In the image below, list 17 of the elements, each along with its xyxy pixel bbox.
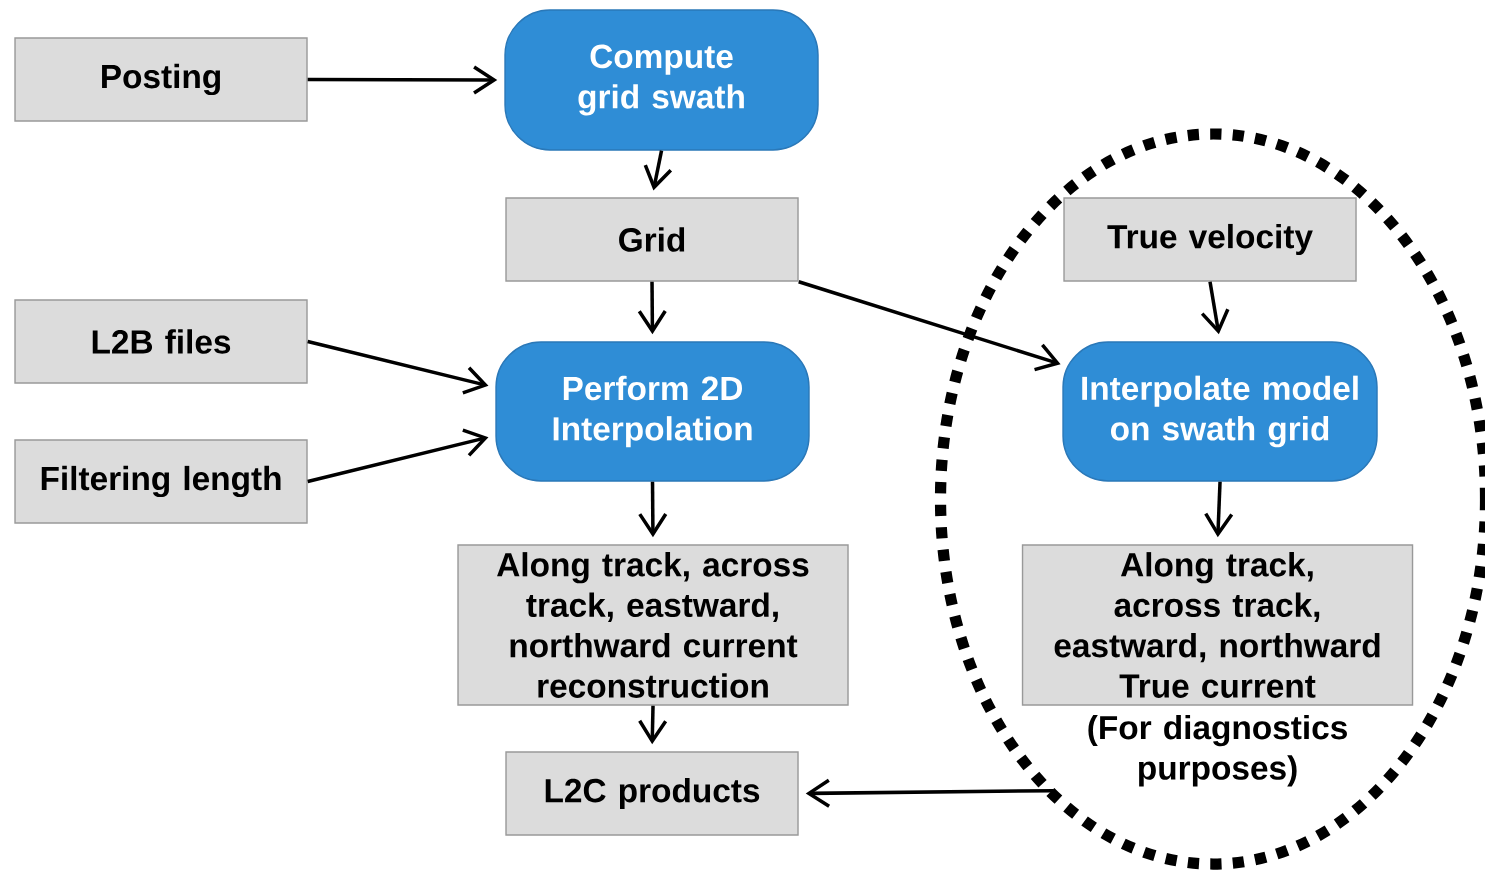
arrow [307, 428, 489, 484]
process-box: Posting [14, 37, 308, 122]
process-box: Along track, across track, eastward, northward True current [1021, 544, 1414, 706]
process-box: Filtering length [14, 439, 308, 524]
arrow [805, 778, 1054, 808]
arrow [798, 280, 1061, 372]
note-text: (For diagnostics purposes) [1088, 714, 1347, 787]
process-box: L2B files [14, 299, 308, 384]
arrow [307, 339, 489, 395]
rounded-process-box: Compute grid swath [504, 9, 819, 151]
rounded-process-box: Perform 2D Interpolation [495, 341, 810, 482]
arrow [307, 65, 498, 95]
process-box: Grid [505, 197, 799, 282]
process-box: True velocity [1063, 197, 1357, 282]
process-box: Along track, across track, eastward, northward current reconstruction [457, 544, 849, 706]
process-box: L2C products [505, 751, 799, 836]
rounded-process-box: Interpolate model on swath grid [1062, 341, 1378, 482]
